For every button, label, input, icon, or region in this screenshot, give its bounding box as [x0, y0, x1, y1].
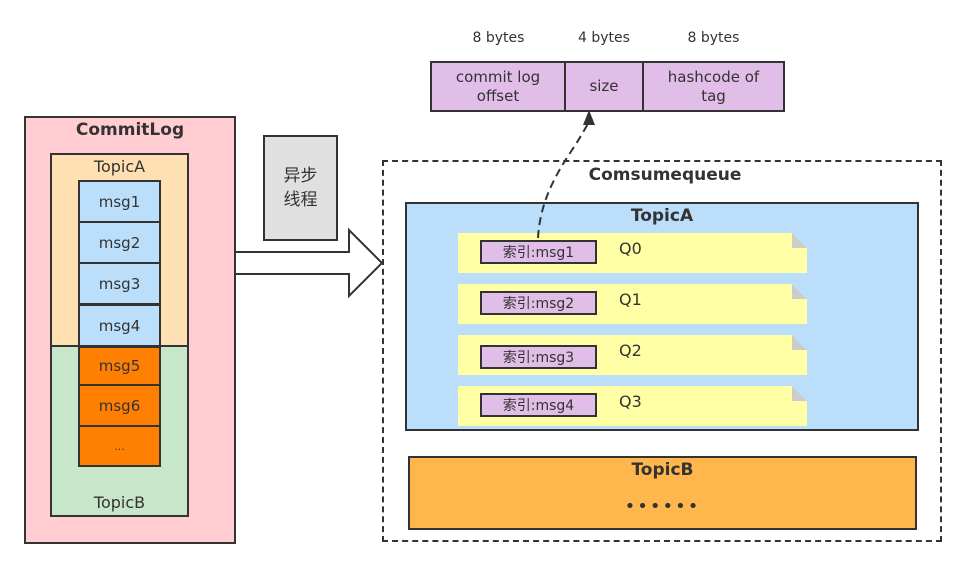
index-entry: 索引:msg3 — [480, 345, 597, 369]
queue-label: Q2 — [619, 341, 642, 360]
bytes-label-hashcode: 8 bytes — [687, 30, 740, 46]
message-label: msg1 — [98, 192, 141, 211]
field-hashcode-label: hashcode of tag — [667, 67, 760, 105]
queue-note-q0: 索引:msg1 Q0 — [458, 233, 807, 273]
field-commit-log-offset-label: commit log offset — [455, 67, 541, 105]
commitlog-topic-b-label: TopicB — [93, 492, 146, 512]
message-label: msg5 — [98, 357, 141, 375]
index-entry: 索引:msg2 — [480, 291, 597, 315]
message-cell: ... — [78, 425, 161, 467]
queue-label: Q0 — [619, 239, 642, 258]
message-cell: msg4 — [78, 304, 161, 347]
consumequeue-topic-b-placeholder: •••••• — [624, 495, 701, 517]
index-entry: 索引:msg1 — [480, 240, 597, 264]
consumequeue-topic-b — [408, 456, 917, 530]
queue-label: Q3 — [619, 392, 642, 411]
async-thread-label-line1: 异步 — [283, 166, 318, 186]
consumequeue-container — [382, 160, 942, 542]
message-cell: msg2 — [78, 221, 161, 264]
queue-label: Q1 — [619, 290, 642, 309]
message-label: msg3 — [98, 274, 141, 293]
field-hashcode-of-tag: hashcode of tag — [642, 61, 785, 112]
message-cell: msg3 — [78, 262, 161, 305]
consumequeue-title: Comsumequeue — [588, 165, 742, 185]
field-commit-log-offset: commit log offset — [430, 61, 566, 112]
bytes-label-size: 4 bytes — [578, 30, 630, 46]
message-cell: msg1 — [78, 180, 161, 223]
queue-note-q2: 索引:msg3 Q2 — [458, 335, 807, 375]
consumequeue-topic-b-title: TopicB — [631, 460, 694, 480]
message-label: msg6 — [98, 396, 141, 415]
message-label: ... — [114, 439, 125, 453]
field-size: size — [564, 61, 644, 112]
bytes-label-offset: 8 bytes — [472, 30, 525, 46]
message-cell: msg6 — [78, 384, 161, 427]
consumequeue-topic-a-title: TopicA — [630, 206, 694, 226]
index-entry: 索引:msg4 — [480, 393, 597, 417]
queue-note-q1: 索引:msg2 Q1 — [458, 284, 807, 324]
message-cell: msg5 — [78, 346, 161, 386]
message-label: msg2 — [98, 233, 141, 252]
commitlog-topic-a-label: TopicA — [93, 156, 146, 176]
async-thread-box: 异步 线程 — [263, 135, 338, 241]
message-label: msg4 — [98, 316, 141, 335]
commitlog-title: CommitLog — [75, 120, 185, 140]
queue-note-q3: 索引:msg4 Q3 — [458, 386, 807, 426]
flow-arrow-icon — [236, 227, 384, 299]
async-thread-label-line2: 线程 — [283, 190, 318, 210]
field-size-label: size — [589, 77, 619, 95]
